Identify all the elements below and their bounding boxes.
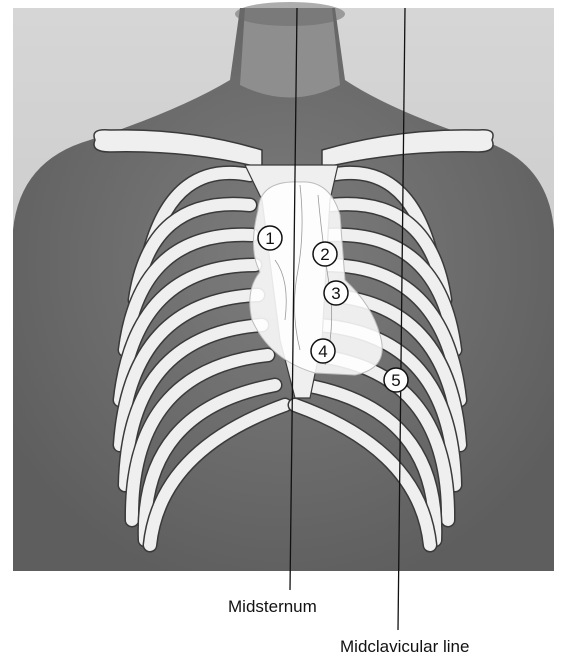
midsternum-label: Midsternum bbox=[228, 597, 317, 617]
marker-1-label: 1 bbox=[265, 229, 274, 248]
marker-2: 2 bbox=[313, 242, 337, 266]
marker-5-label: 5 bbox=[391, 371, 400, 390]
marker-4-label: 4 bbox=[318, 342, 327, 361]
marker-5: 5 bbox=[384, 368, 408, 392]
marker-3: 3 bbox=[324, 281, 348, 305]
marker-3-label: 3 bbox=[331, 284, 340, 303]
marker-2-label: 2 bbox=[320, 245, 329, 264]
chin-shadow bbox=[235, 2, 345, 26]
midclavicular-line-label: Midclavicular line bbox=[340, 637, 469, 657]
marker-1: 1 bbox=[258, 226, 282, 250]
marker-4: 4 bbox=[311, 339, 335, 363]
